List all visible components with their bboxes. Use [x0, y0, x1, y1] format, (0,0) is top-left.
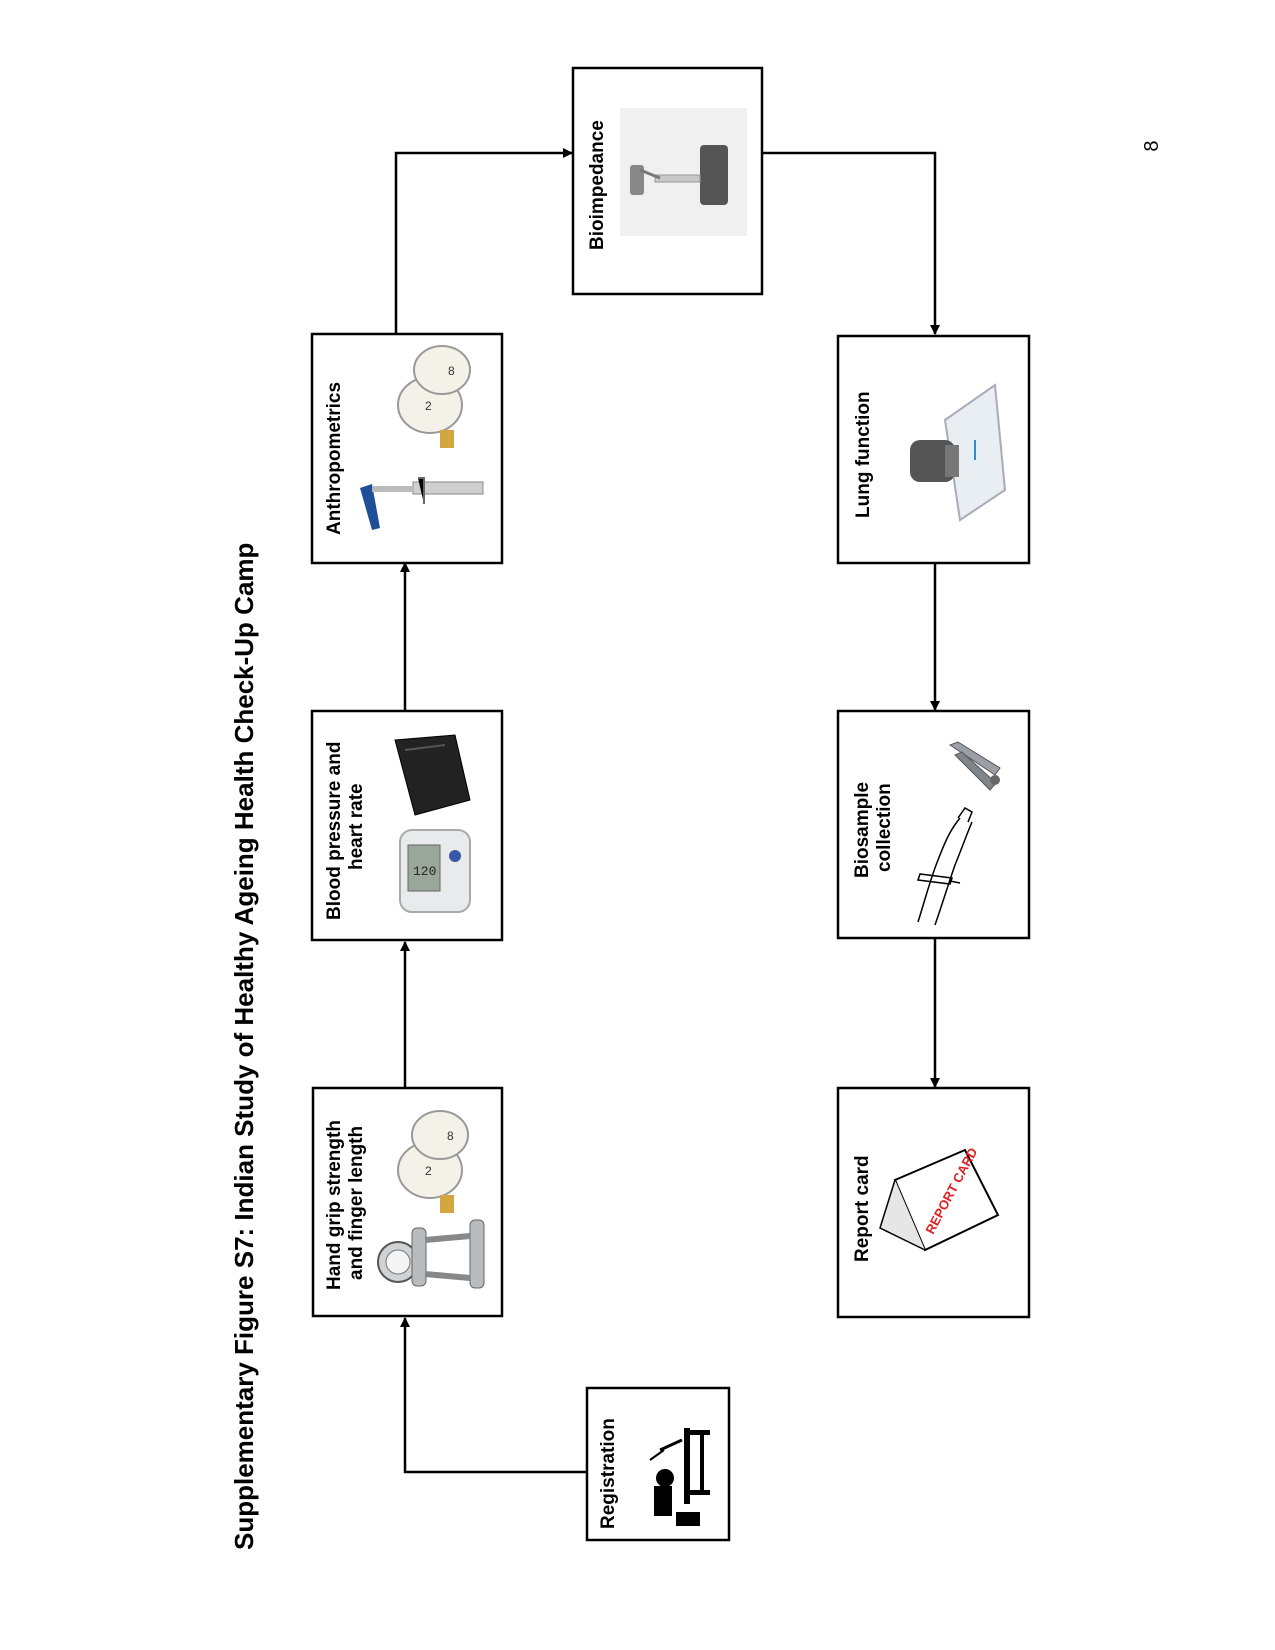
station-biosample: Biosample collection [836, 709, 1031, 940]
desk-worker-icon [649, 1428, 710, 1526]
bp-label-line2: heart rate [346, 783, 367, 870]
spirometer-icon [910, 383, 1007, 522]
arrow-anthro-to-bioimpedance [394, 148, 573, 334]
page-number: 8 [1141, 140, 1163, 151]
station-bioimpedance: Bioimpedance [571, 66, 764, 296]
station-registration: Registration [585, 1386, 731, 1542]
lung-function-label: Lung function [853, 391, 874, 518]
measuring-tape-icon: 2 8 [397, 345, 471, 448]
registration-label: Registration [598, 1418, 619, 1529]
svg-text:120: 120 [413, 864, 436, 879]
bp-cuff-icon [394, 734, 471, 816]
dynamometer-icon [377, 1219, 485, 1289]
handgrip-label-line1: Hand grip strength [324, 1120, 345, 1290]
svg-text:2: 2 [425, 399, 432, 413]
measuring-tape-icon: 2 8 [397, 1110, 469, 1213]
station-report-card: Report card REPORT CARD [836, 1086, 1031, 1319]
report-card-label: Report card [852, 1155, 873, 1262]
svg-text:8: 8 [448, 364, 455, 378]
svg-text:2: 2 [425, 1164, 432, 1178]
station-blood-pressure: Blood pressure and heart rate 120 [310, 709, 504, 942]
station-anthropometrics: Anthropometrics 2 8 [310, 332, 504, 565]
biosample-label-line2: collection [874, 783, 895, 872]
page-title: Supplementary Figure S7: Indian Study of… [229, 543, 259, 1550]
arm-syringe-icon [916, 807, 973, 926]
handgrip-label-line2: and finger length [346, 1126, 367, 1280]
station-lung-function: Lung function [836, 334, 1031, 565]
anthropometrics-label: Anthropometrics [324, 382, 345, 535]
bp-label-line1: Blood pressure and [324, 742, 345, 920]
nail-clipper-icon [948, 741, 1001, 791]
flow-arrows [394, 148, 940, 1474]
bp-monitor-icon: 120 [399, 829, 471, 913]
report-card-icon: REPORT CARD [879, 1145, 1000, 1252]
arrow-registration-to-handgrip [400, 1317, 590, 1474]
bioimpedance-label: Bioimpedance [587, 120, 608, 250]
stadiometer-icon [360, 477, 484, 530]
body-composition-scale-icon [620, 108, 747, 236]
station-handgrip: Hand grip strength and finger length 2 8 [311, 1086, 504, 1318]
biosample-label-line1: Biosample [852, 782, 873, 878]
svg-text:8: 8 [447, 1129, 454, 1143]
arrow-bioimpedance-to-lung [762, 151, 940, 335]
